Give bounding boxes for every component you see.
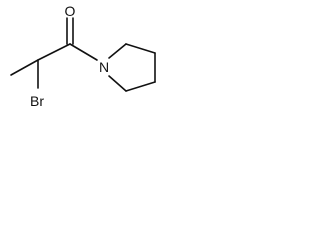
oxygen-atom-label: O: [65, 3, 76, 19]
bond-ring-c5-n: [108, 75, 127, 92]
bond-ring-c2-c3: [125, 43, 156, 54]
bond-alpha-carbonyl: [37, 43, 71, 61]
bond-carbonyl-nitrogen: [69, 43, 98, 61]
bond-ring-n-c2: [108, 43, 127, 59]
nitrogen-atom-label: N: [99, 59, 109, 75]
structure-diagram: O N Br: [0, 0, 176, 122]
molecule-svg: O N Br: [10, 3, 156, 109]
bond-methyl-alpha: [10, 59, 39, 76]
bromine-atom-label: Br: [30, 93, 44, 109]
bond-ring-c4-c5: [125, 81, 156, 92]
